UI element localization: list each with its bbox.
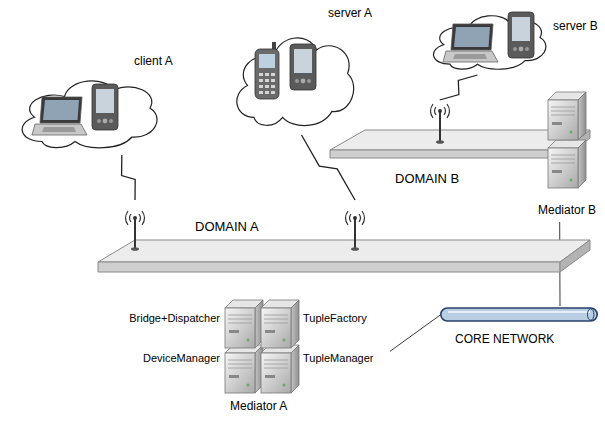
network-cloud: server B	[425, 0, 600, 75]
cloud-outline	[12, 65, 162, 155]
mediator-server: Mediator B	[535, 85, 600, 222]
server-stack	[225, 92, 586, 393]
node-label: Mediator A	[230, 400, 287, 414]
cloud-outline	[425, 3, 550, 75]
network-cloud: client A	[12, 50, 195, 155]
cloud-outline	[228, 17, 358, 135]
device-icon	[32, 12, 534, 135]
node-label: server B	[553, 20, 598, 34]
node-label: CORE NETWORK	[455, 333, 554, 347]
node-label: DOMAIN B	[395, 172, 459, 187]
platform-outline	[95, 200, 595, 278]
network-pipe: CORE NETWORK	[440, 306, 600, 352]
component-label: TupleManager	[303, 352, 374, 365]
component-label: TupleFactory	[303, 312, 367, 325]
wireless-link	[440, 75, 478, 100]
node-label: Mediator B	[538, 204, 596, 218]
domain-platform: DOMAIN B	[325, 100, 598, 195]
domain-platform: DOMAIN A	[95, 200, 595, 278]
antenna-icon	[126, 104, 450, 251]
component-label: Bridge+Dispatcher	[129, 312, 220, 325]
network-cloud: server A	[228, 5, 375, 135]
mediator-server: Bridge+Dispatcher TupleFactoryDeviceManag…	[100, 295, 390, 420]
wireless-link	[122, 155, 136, 200]
node-label: DOMAIN A	[195, 220, 259, 235]
platform-outline	[325, 100, 598, 195]
node-label: client A	[134, 55, 173, 69]
component-label: DeviceManager	[143, 352, 220, 365]
node-label: server A	[328, 7, 372, 21]
network-link	[390, 315, 440, 351]
